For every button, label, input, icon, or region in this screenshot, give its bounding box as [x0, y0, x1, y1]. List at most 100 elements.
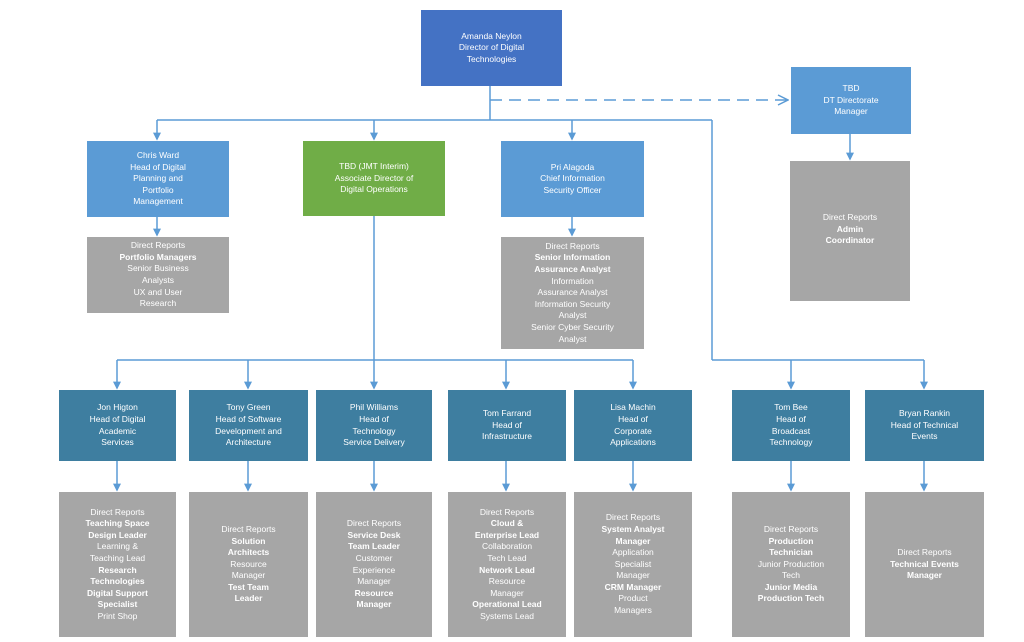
- node-text-line: Bryan Rankin: [898, 408, 951, 419]
- node-text-line: Specialist: [97, 599, 138, 610]
- node-text-line: Head of Digital: [89, 413, 146, 424]
- node-text-line: Services: [101, 437, 134, 448]
- node-text-line: Operational Lead: [472, 599, 542, 610]
- node-text-line: Analysts: [141, 275, 175, 285]
- node-text-line: Tony Green: [226, 402, 271, 413]
- node-text-line: Managers: [614, 605, 652, 616]
- node-text-line: CRM Manager: [604, 581, 662, 592]
- node-text-line: DT Directorate: [823, 94, 879, 105]
- node-text-line: Leader: [234, 593, 263, 604]
- node-text-line: Teaching Lead: [89, 552, 146, 563]
- node-text-line: Design Leader: [88, 529, 147, 540]
- node-text-line: Direct Reports: [221, 523, 276, 534]
- node-text-line: Chris Ward: [136, 150, 180, 161]
- node-text-line: Tom Bee: [774, 402, 808, 413]
- node-text-line: Cloud &: [490, 518, 524, 529]
- node-text-line: Technician: [769, 547, 813, 558]
- node-text-line: Academic: [98, 425, 137, 436]
- node-text-line: Architects: [227, 547, 270, 558]
- node-text-line: Assurance Analyst: [537, 287, 608, 298]
- node-text-line: Test Team: [228, 581, 269, 592]
- node-text-line: TBD: [842, 83, 860, 94]
- node-text-line: Head of Technical: [890, 419, 959, 430]
- node-text-line: Direct Reports: [822, 212, 878, 222]
- node-text-line: Manager: [356, 599, 392, 610]
- node-text-line: Information Security: [534, 298, 611, 309]
- node-text-line: Portfolio Managers: [119, 251, 197, 262]
- node-text-line: Tom Farrand: [482, 408, 532, 419]
- node-text-line: Head of: [618, 413, 648, 424]
- node-text-line: Systems Lead: [480, 610, 534, 621]
- node-text-line: Director of Digital: [458, 42, 525, 53]
- node-text-line: Head of: [776, 413, 806, 424]
- node-text-line: Service Desk: [347, 529, 401, 540]
- node-text-line: Analyst: [558, 333, 587, 344]
- node-text-line: Admin: [836, 223, 864, 234]
- node-text-line: Direct Reports: [545, 240, 600, 251]
- node-text-line: Planning and: [133, 173, 183, 184]
- node-text-line: Tech: [782, 570, 800, 581]
- node-text-line: Research: [98, 564, 137, 575]
- node-text-line: Direct Reports: [897, 547, 952, 558]
- node-text-line: Customer: [355, 552, 393, 563]
- node-text-line: Head of: [359, 413, 389, 424]
- node-text-line: Architecture: [225, 437, 272, 448]
- node-text-line: Tech Lead: [487, 552, 527, 563]
- node-text-line: Enterprise Lead: [474, 529, 540, 540]
- node-text-line: Technologies: [466, 53, 517, 64]
- node-text-line: Security Officer: [543, 184, 602, 195]
- node-text-line: Amanda Neylon: [461, 30, 522, 41]
- node-text-line: Portfolio: [142, 184, 174, 195]
- node-text-line: Assurance Analyst: [534, 264, 611, 275]
- node-text-line: Direct Reports: [130, 240, 186, 251]
- node-text-line: Resource: [354, 587, 394, 598]
- node-text-line: Technology: [352, 425, 396, 436]
- node-text-line: Direct Reports: [479, 506, 535, 517]
- node-text-line: Learning &: [96, 541, 139, 552]
- node-text-line: Applications: [610, 437, 656, 448]
- node-text-line: Manager: [615, 535, 651, 546]
- node-text-line: Specialist: [614, 558, 652, 569]
- node-text-line: UX and User: [133, 286, 183, 297]
- node-text-line: Research: [139, 298, 177, 309]
- node-text-line: Manager: [907, 570, 942, 581]
- node-text-line: Manager: [357, 576, 391, 587]
- node-text-line: System Analyst: [601, 523, 665, 534]
- node-text-line: Application: [612, 547, 654, 558]
- node-text-line: Pri Alagoda: [550, 161, 595, 172]
- node-text-line: Network Lead: [479, 564, 535, 575]
- node-text-line: Production: [768, 535, 814, 546]
- node-text-line: Associate Director of: [334, 172, 414, 183]
- node-text-line: Direct Reports: [763, 523, 819, 534]
- node-text-line: Senior Information: [534, 252, 611, 263]
- node-text-line: Head of Software: [215, 413, 282, 424]
- node-text-line: Service Delivery: [343, 437, 405, 448]
- node-text-line: Print Shop: [97, 610, 138, 621]
- node-text-line: Manager: [616, 570, 650, 581]
- node-text-line: Senior Business: [127, 263, 189, 274]
- node-text-line: Head of: [492, 419, 522, 430]
- node-text-line: Manager: [231, 570, 266, 581]
- node-text-line: Direct Reports: [605, 512, 661, 523]
- node-text-line: Technologies: [90, 576, 145, 587]
